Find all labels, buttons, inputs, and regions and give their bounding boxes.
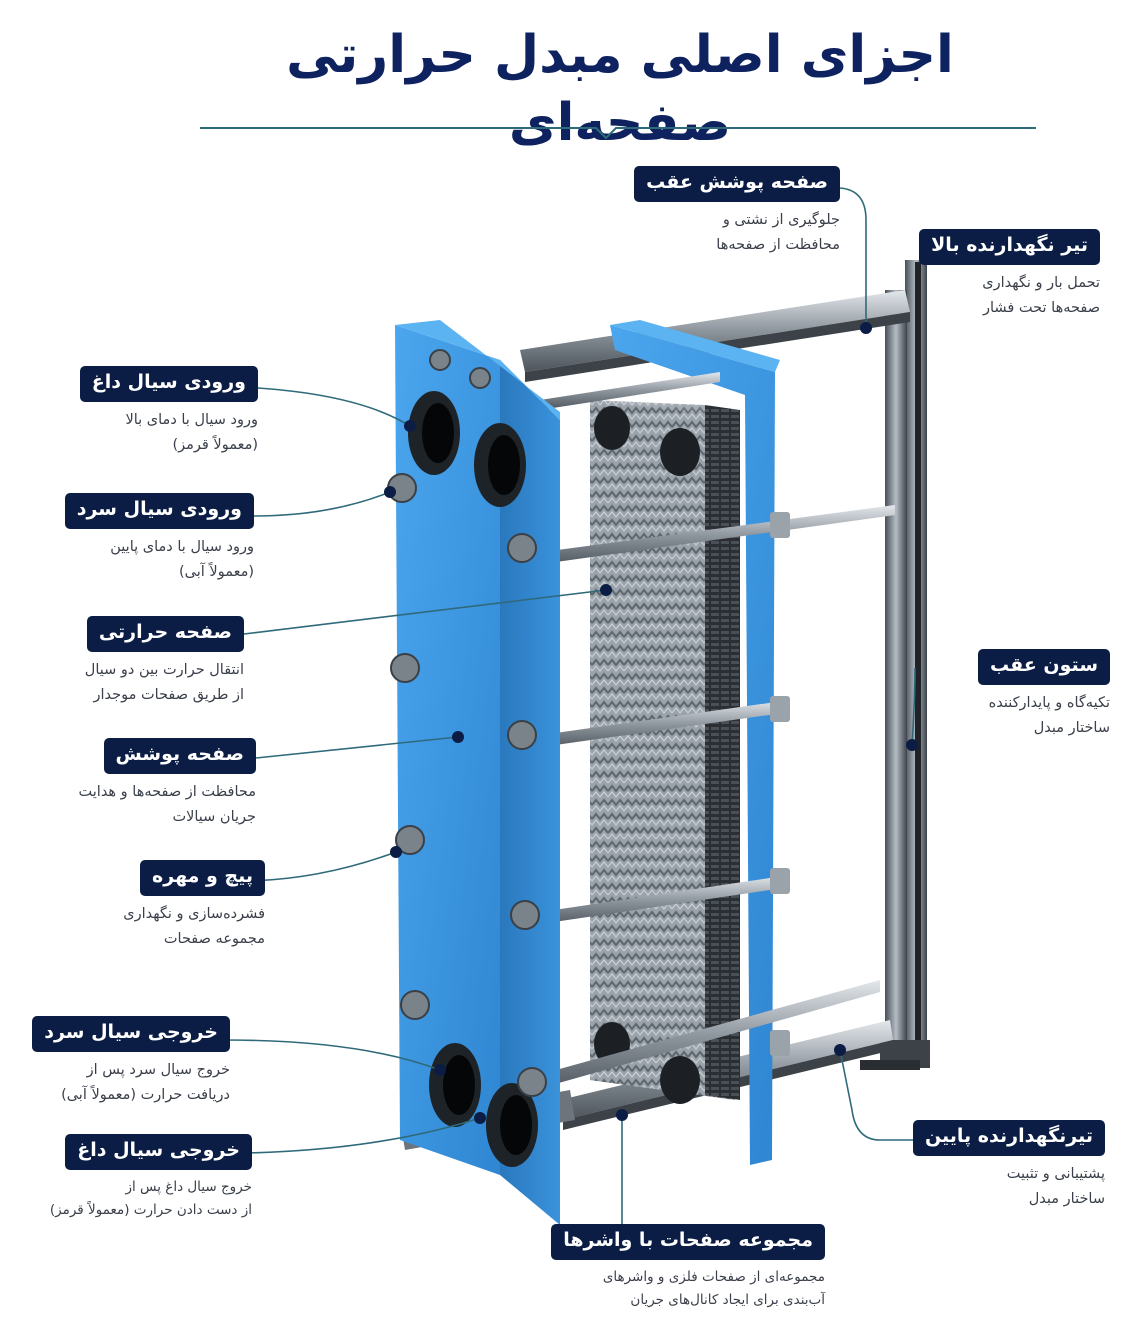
- label-bolts: پیچ و مهره: [140, 860, 265, 896]
- label-bottom-bar: تیرنگهدارنده پایین: [912, 1120, 1105, 1156]
- callout-hot-outlet: خروجی سیال داغ خروج سیال داغ پس از از دس…: [20, 1134, 252, 1223]
- label-plate-pack: مجموعه صفحات با واشرها: [551, 1224, 825, 1260]
- callout-cover-plate: صفحه پوشش محافظت از صفحه‌ها و هدایت جریا…: [20, 738, 256, 830]
- label-cover-plate: صفحه پوشش: [103, 738, 256, 774]
- callout-plate-pack: مجموعه صفحات با واشرها مجموعه‌ای از صفحا…: [551, 1224, 825, 1313]
- port-hot-inlet: [408, 391, 460, 475]
- label-heat-plate: صفحه حرارتی: [86, 616, 244, 652]
- port-hot-outlet: [486, 1083, 538, 1167]
- desc-hot-inlet: ورود سیال با دمای بالا (معمولاً قرمز): [125, 411, 258, 454]
- desc-cover-plate: محافظت از صفحه‌ها و هدایت جریان سیالات: [78, 783, 256, 826]
- label-hot-inlet: ورودی سیال داغ: [79, 366, 258, 402]
- desc-cold-inlet: ورود سیال با دمای پایین (معمولاً آبی): [110, 538, 254, 581]
- desc-plate-pack: مجموعه‌ای از صفحات فلزی و واشرهای آب‌بند…: [602, 1268, 825, 1309]
- top-bar: [520, 290, 910, 372]
- leader-dots: [384, 322, 918, 1124]
- bolt-heads: [387, 349, 547, 1097]
- callout-bottom-bar: تیرنگهدارنده پایین پشتیبانی و تثبیت ساخت…: [905, 1120, 1105, 1212]
- callout-top-bar: تیر نگهدارنده بالا تحمل بار و نگهداری صف…: [900, 229, 1100, 321]
- callout-heat-plate: صفحه حرارتی انتقال حرارت بین دو سیال از …: [20, 616, 244, 708]
- plate-pack: [590, 400, 740, 1104]
- label-rear-cover: صفحه پوشش عقب: [634, 166, 840, 202]
- page-title: اجزای اصلی مبدل حرارتی صفحه‌ای: [286, 25, 954, 153]
- callout-cold-outlet: خروجی سیال سرد خروج سیال سرد پس از دریاف…: [20, 1016, 230, 1108]
- title-divider: [200, 127, 1036, 140]
- desc-bolts: فشرده‌سازی و نگهداری مجموعه صفحات: [123, 905, 265, 948]
- tie-rods: [520, 372, 895, 1094]
- desc-bottom-bar: پشتیبانی و تثبیت ساختار مبدل: [1006, 1165, 1105, 1208]
- desc-cold-outlet: خروج سیال سرد پس از دریافت حرارت (معمولا…: [61, 1061, 230, 1104]
- desc-heat-plate: انتقال حرارت بین دو سیال از طریق صفحات م…: [84, 661, 244, 704]
- label-rear-column: ستون عقب: [978, 649, 1110, 685]
- callout-rear-column: ستون عقب تکیه‌گاه و پایدارکننده ساختار م…: [930, 649, 1110, 741]
- label-cold-outlet: خروجی سیال سرد: [32, 1016, 230, 1052]
- port-cold-inlet: [474, 423, 526, 507]
- desc-top-bar: تحمل بار و نگهداری صفحه‌ها تحت فشار: [982, 274, 1100, 317]
- label-top-bar: تیر نگهدارنده بالا: [919, 229, 1100, 265]
- desc-rear-column: تکیه‌گاه و پایدارکننده ساختار مبدل: [988, 694, 1110, 737]
- label-cold-inlet: ورودی سیال سرد: [64, 493, 254, 529]
- desc-rear-cover: جلوگیری از نشتی و محافظت از صفحه‌ها: [716, 211, 840, 254]
- frame-side: [500, 360, 560, 1225]
- callout-hot-inlet: ورودی سیال داغ ورود سیال با دمای بالا (م…: [20, 366, 258, 458]
- port-cold-outlet: [429, 1043, 481, 1127]
- frame-plate: [395, 325, 500, 1175]
- callout-cold-inlet: ورودی سیال سرد ورود سیال با دمای پایین (…: [20, 493, 254, 585]
- label-hot-outlet: خروجی سیال داغ: [65, 1134, 252, 1170]
- callout-rear-cover: صفحه پوشش عقب جلوگیری از نشتی و محافظت ا…: [620, 166, 840, 258]
- callout-bolts: پیچ و مهره فشرده‌سازی و نگهداری مجموعه ص…: [20, 860, 265, 952]
- rear-cover-plate: [610, 325, 775, 1165]
- desc-hot-outlet: خروج سیال داغ پس از از دست دادن حرارت (م…: [49, 1178, 252, 1219]
